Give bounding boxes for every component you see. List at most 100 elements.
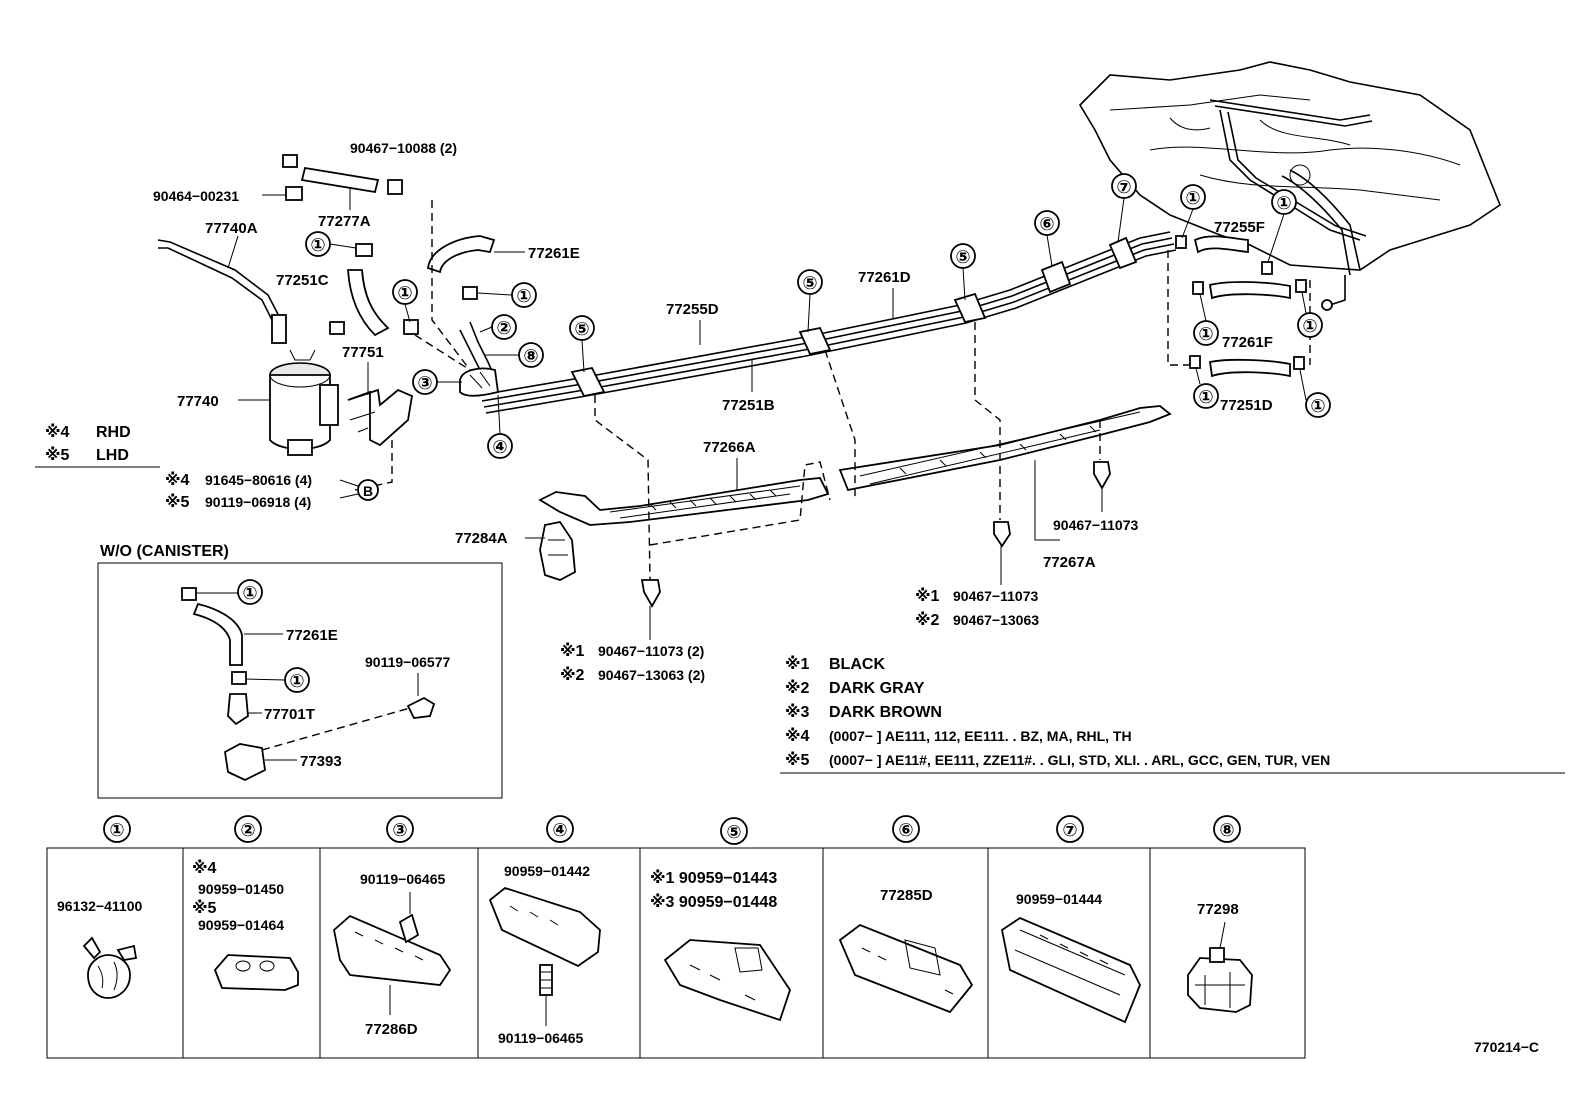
hose-clamp	[181, 587, 197, 601]
hose-77261E	[427, 235, 496, 274]
lhd-mark: ※5	[45, 446, 70, 464]
hose-77251C	[347, 269, 390, 337]
cell-3-part-a: 90119−06465	[360, 871, 445, 887]
label-90119-06918: 90119−06918 (4)	[205, 494, 311, 510]
hose-clamp	[282, 154, 298, 168]
box-label-77393: 77393	[300, 753, 342, 770]
hose-clamp	[355, 243, 373, 257]
callout-1: ①	[289, 671, 304, 691]
note-text: BLACK	[829, 656, 885, 673]
label-77751: 77751	[342, 344, 384, 361]
canister-bottom	[287, 439, 313, 456]
bolt-90119-06577	[406, 696, 436, 719]
callout-3: ③	[417, 373, 432, 393]
label-90467-13063-c: 90467−13063 (2)	[598, 667, 705, 683]
hose-77251D	[1208, 358, 1291, 378]
callout-1: ①	[397, 283, 412, 303]
hose-clamp	[403, 319, 419, 335]
hose-clamp	[329, 321, 345, 335]
bracket-77267A	[838, 405, 1172, 492]
label-77251B: 77251B	[722, 397, 775, 414]
cell-6-part: 77285D	[880, 887, 933, 904]
clip-labels: ※1 90467−11073 (2) ※2 90467−13063 (2) ※1…	[560, 587, 1039, 684]
callout-7: ⑦	[1116, 177, 1131, 197]
label-77266A: 77266A	[703, 439, 756, 456]
cell-8-part: 77298	[1197, 901, 1239, 918]
cell-4-part-b: 90119−06465	[498, 1030, 583, 1046]
clamp-tab	[116, 944, 138, 961]
callout-1: ①	[242, 583, 257, 603]
callout-1: ①	[1310, 396, 1325, 416]
clamp-drawing-1	[87, 954, 131, 999]
cell-7-part: 90959−01444	[1016, 891, 1102, 907]
note-text: DARK BROWN	[829, 704, 942, 721]
bracket-77284A	[539, 520, 576, 581]
callout-2: ②	[496, 318, 511, 338]
callout-5: ⑤	[574, 319, 589, 339]
pipe-77277A	[300, 166, 380, 194]
bracket-77393	[224, 743, 266, 782]
label-77740A: 77740A	[205, 220, 258, 237]
clamp-tab	[82, 936, 102, 960]
table-header-2: ②	[240, 820, 255, 840]
mark-2: ※2	[915, 611, 940, 629]
box-label-90119-06577: 90119−06577	[365, 654, 450, 670]
clamp-band	[1108, 236, 1138, 270]
lhd-label: LHD	[96, 447, 129, 464]
note-mark: ※1	[785, 655, 810, 673]
cell-1-part: 96132−41100	[57, 898, 142, 914]
canister-box-title: W/O (CANISTER)	[100, 543, 229, 560]
canister-box: W/O (CANISTER) ① 77261E ① 90119−06577 77…	[97, 543, 503, 799]
hose-clamp	[231, 671, 247, 685]
hose-77261E	[192, 602, 243, 666]
label-77255F: 77255F	[1214, 219, 1265, 236]
label-91645-80616: 91645−80616 (4)	[205, 472, 312, 488]
hose-clamp	[1192, 281, 1204, 295]
table-header-7: ⑦	[1062, 820, 1077, 840]
label-77261E: 77261E	[528, 245, 580, 262]
clamp-drawing-5	[663, 939, 791, 1022]
main-fuel-lines	[479, 231, 1311, 414]
hose-clamp	[1175, 235, 1187, 249]
clamp-band	[570, 366, 606, 398]
clamp-drawing-7	[1000, 916, 1141, 1024]
cell-3-part-b: 77286D	[365, 1021, 418, 1038]
rhd-label: RHD	[96, 424, 131, 441]
label-90467-11073-c: 90467−11073 (2)	[598, 643, 704, 659]
clamp-band	[953, 292, 987, 324]
label-90467-13063-m: 90467−13063	[953, 612, 1039, 628]
cell-5-part-b: ※3 90959−01448	[650, 893, 777, 911]
clamp-drawing-2	[213, 954, 299, 991]
callout-1: ①	[1198, 324, 1213, 344]
note-text: (0007− ] AE111, 112, EE111. . BZ, MA, RH…	[829, 728, 1132, 744]
clamp-band	[1040, 260, 1072, 294]
clamp-band	[798, 326, 832, 356]
clamp-drawing-4	[488, 886, 601, 968]
clamp-table: ① ② ③ ④ ⑤ ⑥ ⑦ ⑧ 96132−41100 ※4 90959−014…	[46, 815, 1306, 1059]
notes-legend: ※1 BLACK ※2 DARK GRAY ※3 DARK BROWN ※4 (…	[780, 655, 1565, 774]
hose-clamp	[462, 286, 478, 300]
hose-77255F	[1193, 235, 1249, 254]
callout-1: ①	[1302, 316, 1317, 336]
note-mark: ※2	[785, 679, 810, 697]
callout-8: ⑧	[523, 346, 538, 366]
table-header-3: ③	[392, 820, 407, 840]
mark-4: ※4	[165, 471, 190, 489]
note-mark: ※5	[785, 751, 810, 769]
label-90467-11073-m: 90467−11073	[953, 588, 1038, 604]
label-90467-10088: 90467−10088 (2)	[350, 140, 457, 156]
callout-4: ④	[492, 437, 507, 457]
cell-2-part-a: 90959−01450	[198, 881, 284, 897]
diagram-callouts: ① ① ① ② ⑧ ③ ④ ⑤ ⑤ ⑤ ⑥ ⑦ ① ① ① ① ① ①	[305, 173, 1331, 459]
bolt-90119-06465	[398, 913, 420, 944]
mark-2: ※2	[560, 666, 585, 684]
note-text: (0007− ] AE11#, EE111, ZZE11#. . GLI, ST…	[829, 752, 1330, 768]
cell-2-mark-5: ※5	[192, 899, 217, 917]
callout-1: ①	[1276, 193, 1291, 213]
cell-5-part-a: ※1 90959−01443	[650, 869, 777, 887]
clip-90467-11073-m	[993, 521, 1011, 548]
mark-5: ※5	[165, 493, 190, 511]
label-90467-11073-r: 90467−11073	[1053, 517, 1138, 533]
canister-bracket	[319, 384, 339, 426]
